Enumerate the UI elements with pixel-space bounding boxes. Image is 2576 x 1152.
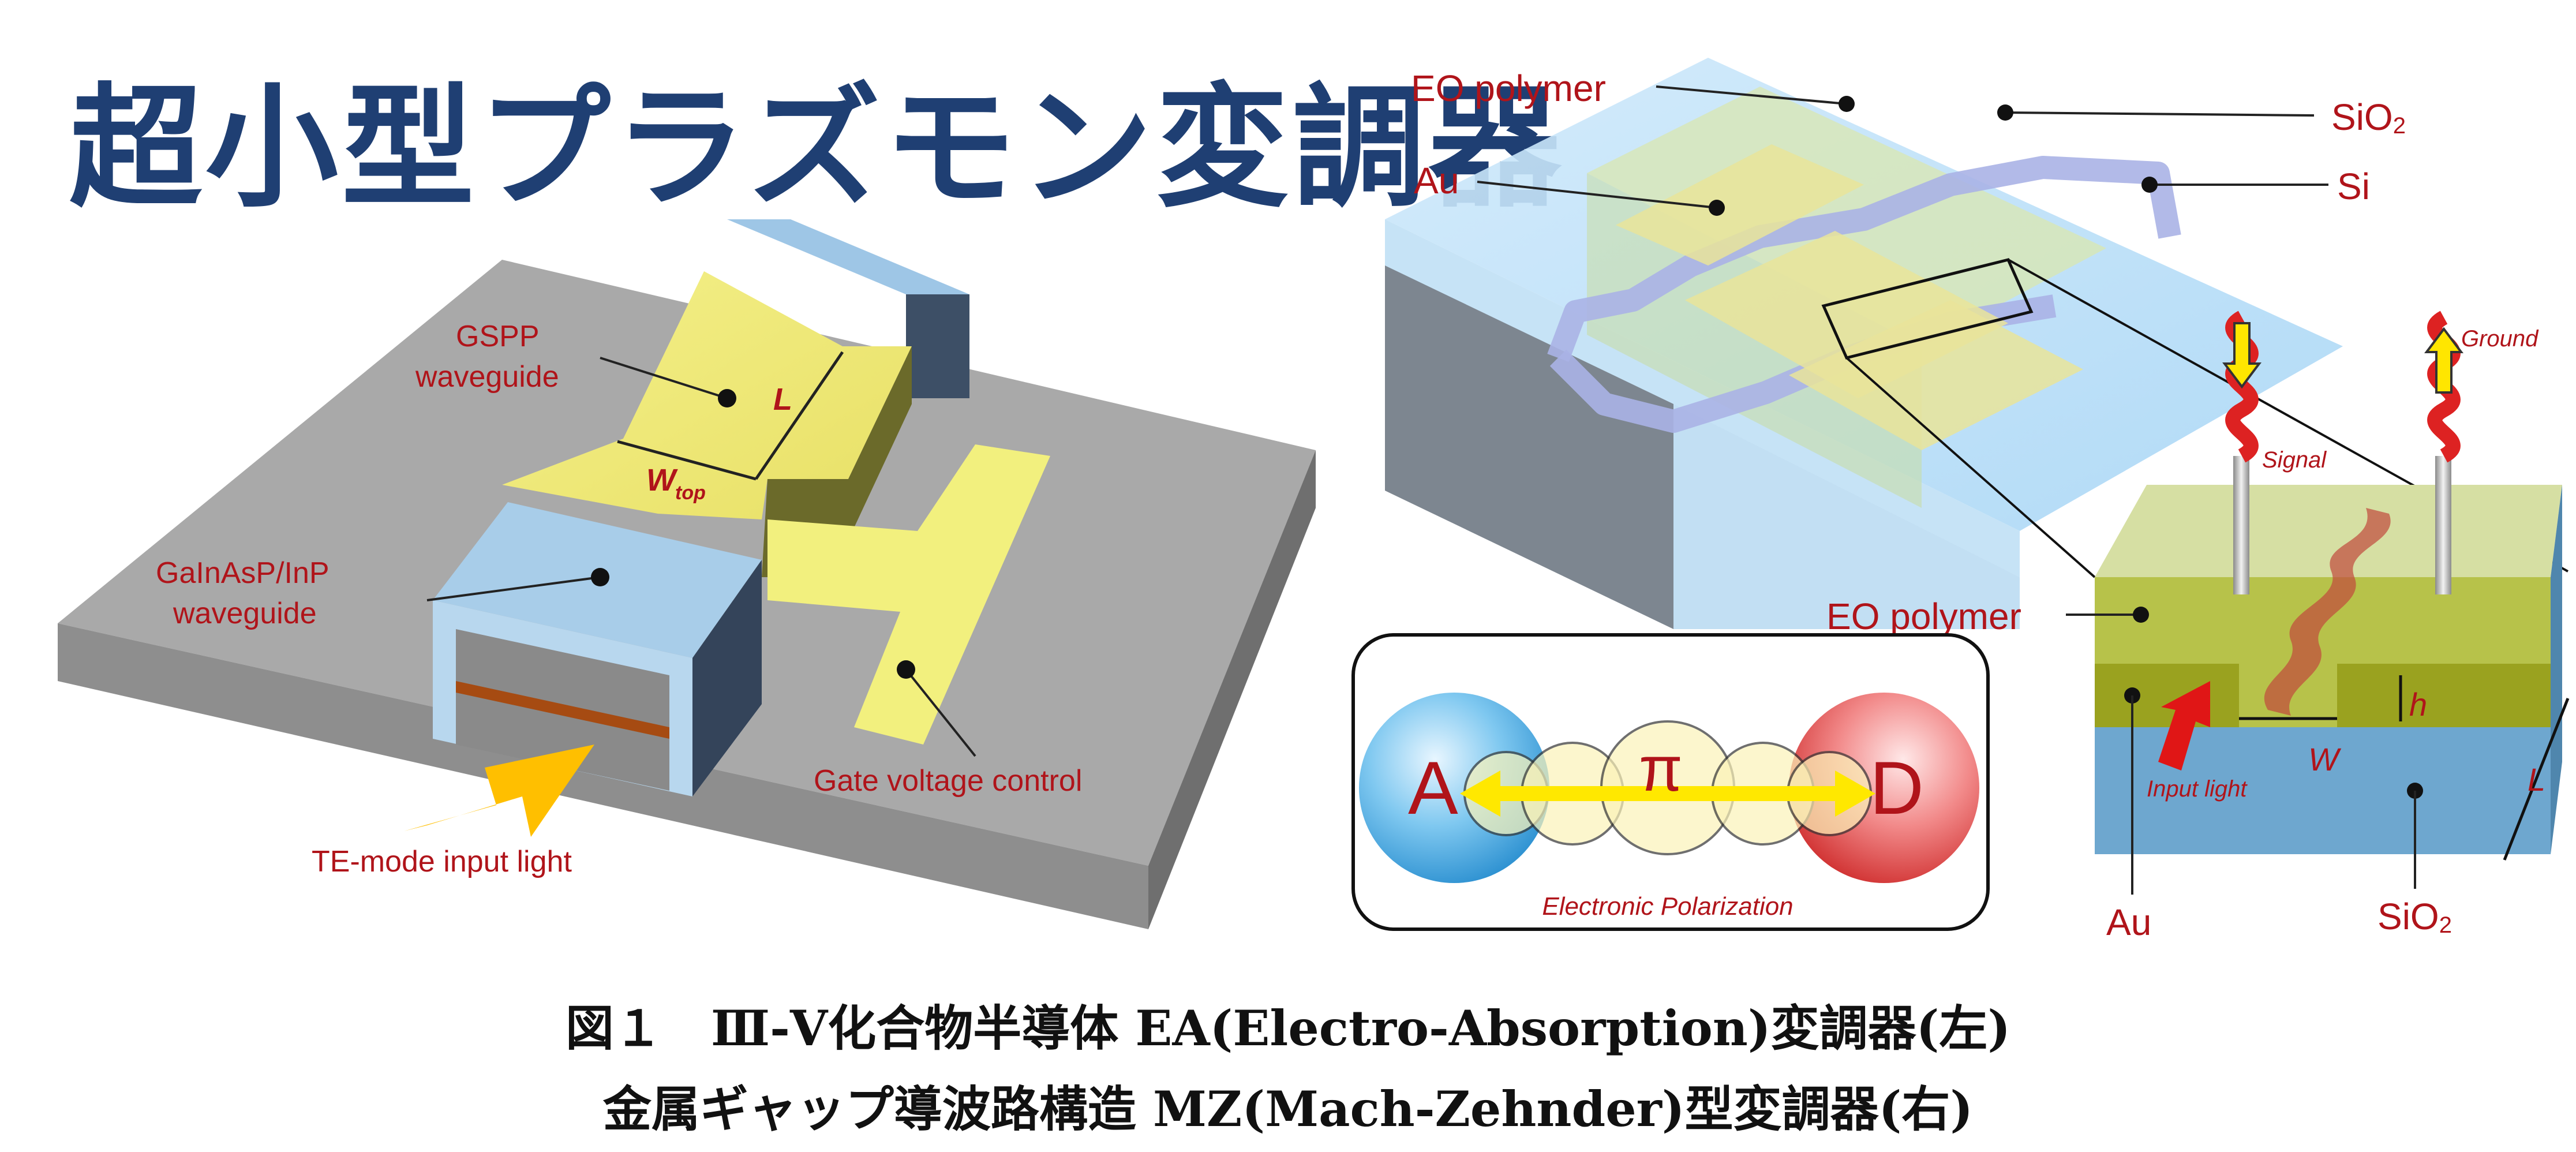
gate-label: Gate voltage control <box>814 764 1082 798</box>
chip-dark-edge <box>1385 265 1673 629</box>
input-light-arrow <box>404 745 594 837</box>
waveguide-core <box>456 681 669 739</box>
eo-mid-dot <box>2133 607 2149 623</box>
polarization-arrow-right <box>1835 771 1875 817</box>
figure-caption-line-2: 金属ギャップ導波路構造 MZ(Mach-Zehnder)型変調器(右) <box>602 1080 1974 1138</box>
xsec-side <box>2551 485 2562 854</box>
xsec-top <box>2095 485 2562 577</box>
galnasp-leader <box>426 576 601 601</box>
eo-polymer-top-label: EO polymer <box>1411 68 1606 109</box>
sio2-top-leader <box>2005 111 2315 117</box>
chip-left-face <box>1385 219 2020 577</box>
l-dimension <box>754 351 844 480</box>
pi-label: π <box>1639 734 1683 805</box>
au-pad-1 <box>1616 144 1864 265</box>
signal-label: Signal <box>2262 447 2327 473</box>
l-label-right: L <box>2528 761 2545 798</box>
front-waveguide-side <box>692 560 762 796</box>
gate-leader <box>905 668 976 757</box>
ground-rod <box>2435 456 2451 594</box>
gspp-side <box>762 346 912 577</box>
si-waveguide <box>1547 156 2181 362</box>
gspp-label-2: waveguide <box>415 360 559 394</box>
eo-polymer-mid-label: EO polymer <box>1826 596 2021 637</box>
substrate-right-face <box>1148 450 1316 929</box>
h-label: h <box>2409 686 2427 723</box>
rear-waveguide-face <box>906 294 969 398</box>
au-bottom-label: Au <box>2106 902 2151 943</box>
gspp-dot <box>718 389 736 407</box>
au-top-dot <box>1709 200 1725 216</box>
input-light-red-arrow <box>2158 681 2210 771</box>
sio2-top-dot <box>1997 104 2013 121</box>
galnasp-dot <box>591 568 609 586</box>
eo-polymer-front <box>1587 173 1922 508</box>
w-top-subscript: top <box>675 482 706 504</box>
acceptor-label: A <box>1408 746 1458 830</box>
zoom-box <box>1821 258 2034 360</box>
xsec-gold-right <box>2337 664 2551 727</box>
si-dot <box>2141 177 2158 193</box>
galnasp-label-2: waveguide <box>173 597 317 630</box>
w-top-label: W <box>646 463 678 498</box>
gspp-leader <box>600 357 728 399</box>
rear-waveguide-top <box>727 219 969 294</box>
au-pad-3 <box>1789 300 2083 450</box>
plasmon-wave <box>2264 508 2391 716</box>
mz-modulator-diagram: EO polymer Au SiO2 Si Ground Signal EO p… <box>1385 58 2570 943</box>
signal-arrow <box>2222 322 2262 389</box>
signal-rod <box>2233 456 2249 594</box>
eo-top-leader <box>1656 85 1847 105</box>
eo-top-dot <box>1839 96 1855 112</box>
chip-front-face <box>1673 404 2020 629</box>
inset-caption: Electronic Polarization <box>1542 892 1793 921</box>
l-dimension-right <box>2503 698 2570 861</box>
l-label: L <box>773 382 792 417</box>
xsec-gold-left <box>2095 664 2239 727</box>
electronic-polarization-inset: A π D Electronic Polarization <box>1351 633 1990 931</box>
page-title: 超小型プラズモン変調器 <box>69 72 1565 226</box>
polarization-arrow-left <box>1460 771 1500 817</box>
si-label: Si <box>2337 166 2370 207</box>
gate-pad <box>767 444 1050 745</box>
sio2-top-label: SiO2 <box>2331 96 2406 139</box>
w-label: W <box>2308 741 2342 777</box>
sio2-bottom-label: SiO2 <box>2377 896 2452 938</box>
zoom-line-2 <box>1845 357 2096 578</box>
ground-arrow <box>2424 327 2463 394</box>
ground-label: Ground <box>2461 326 2539 351</box>
au-top-leader <box>1477 181 1717 209</box>
donor-label: D <box>1870 746 1924 830</box>
input-light-label: Input light <box>2147 776 2248 802</box>
figure-caption-line-1: 図１ Ⅲ-Ⅴ化合物半導体 EA(Electro-Absorption)変調器(左… <box>565 1000 2011 1057</box>
gspp-waveguide-top <box>502 271 912 519</box>
galnasp-label-1: GaInAsP/InP <box>156 556 330 590</box>
gate-dot <box>897 660 915 679</box>
ea-modulator-diagram: GSPP waveguide L W top GaInAsP/InP waveg… <box>58 219 1316 929</box>
gspp-label-1: GSPP <box>456 320 540 353</box>
te-label: TE-mode input light <box>312 845 572 878</box>
au-top-label: Au <box>1414 160 1459 201</box>
w-top-dimension <box>617 440 757 481</box>
